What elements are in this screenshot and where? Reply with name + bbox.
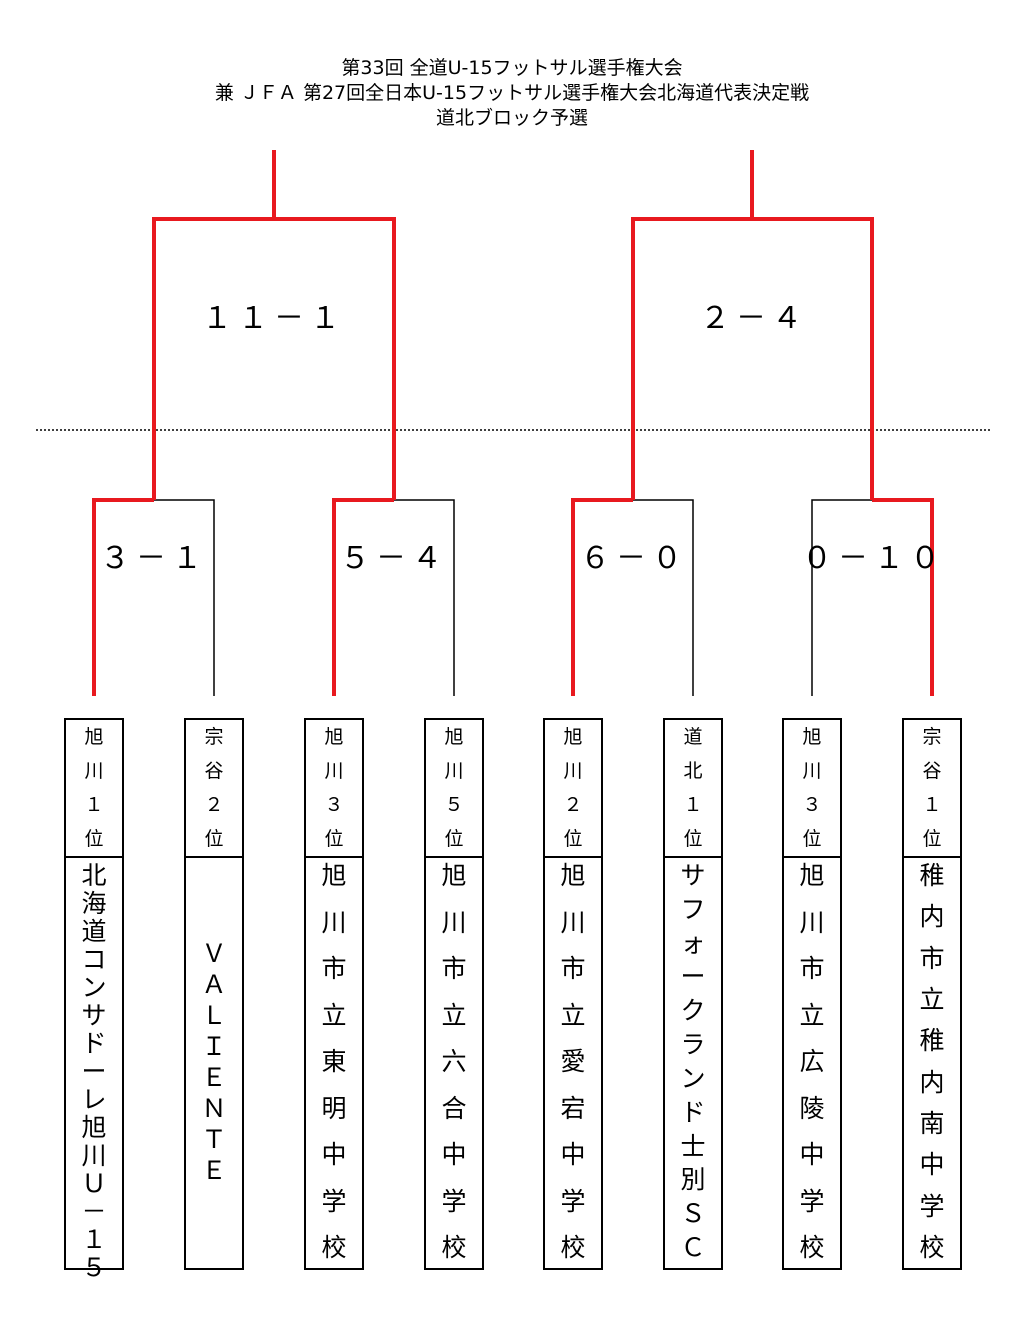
team-name: 旭川市立六合中学校 xyxy=(441,861,467,1262)
quarterfinal-score-2: ５－４ xyxy=(340,541,448,576)
bracket-base-lines xyxy=(93,218,933,696)
qf-winner-line xyxy=(92,498,154,696)
qf-winner-line xyxy=(872,498,934,696)
quarterfinal-score-3: ６－０ xyxy=(580,541,688,576)
quarterfinal-score-4: ０－１０ xyxy=(802,541,946,576)
qf-bracket-line xyxy=(572,499,694,696)
team-name: 旭川市立東明中学校 xyxy=(321,861,347,1262)
qf-bracket-line xyxy=(811,499,933,696)
qf-winner-line xyxy=(332,498,394,696)
sf-line-red xyxy=(274,217,396,500)
title-line-3: 道北ブロック予選 xyxy=(435,107,588,129)
qf-bracket-line xyxy=(333,499,455,696)
qf-bracket-line xyxy=(93,499,215,696)
title-line-2: 兼 ＪＦＡ 第27回全日本U-15フットサル選手権大会北海道代表決定戦 xyxy=(214,82,810,104)
team-name: 旭川市立愛宕中学校 xyxy=(560,861,586,1262)
team-name: 稚内市立稚内南中学校 xyxy=(919,861,945,1262)
semifinal-score-right: ２－４ xyxy=(700,301,808,336)
sf-winner-line xyxy=(750,150,874,500)
sf-winner-line xyxy=(152,150,276,500)
bracket-winner-lines xyxy=(92,150,934,696)
semifinal-score-left: １１－１ xyxy=(202,301,346,336)
title-line-1: 第33回 全道U-15フットサル選手権大会 xyxy=(341,57,683,79)
sf-bracket-line xyxy=(632,218,873,500)
sf-line-red xyxy=(631,217,752,500)
sf-bracket-line xyxy=(153,218,395,500)
qf-winner-line xyxy=(571,498,633,696)
team-name: 旭川市立広陵中学校 xyxy=(799,861,825,1262)
tournament-header: 第33回 全道U-15フットサル選手権大会 兼 ＪＦＡ 第27回全日本U-15フ… xyxy=(0,56,1024,131)
quarterfinal-score-1: ３－１ xyxy=(100,541,208,576)
